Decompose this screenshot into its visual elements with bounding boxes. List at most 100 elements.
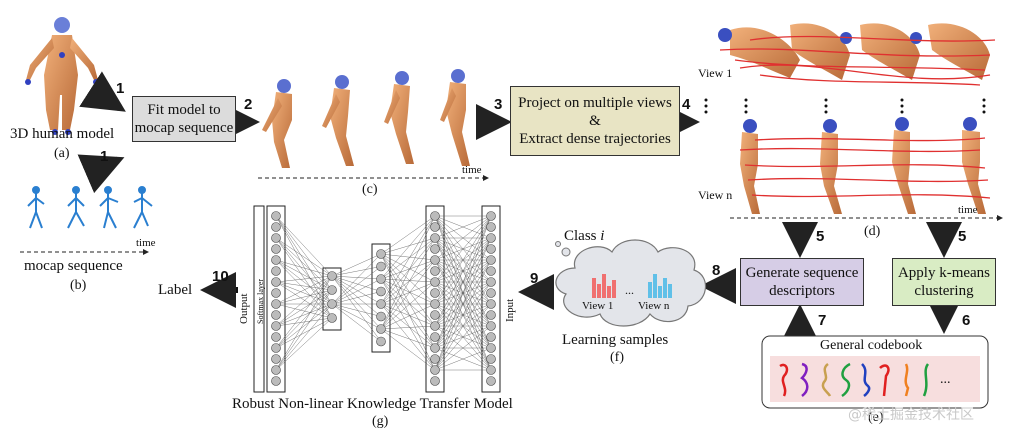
fit-model-box: Fit model to mocap sequence <box>132 96 236 142</box>
nn-edge <box>275 215 333 319</box>
nn-edge <box>434 215 492 261</box>
nn-edge <box>331 275 382 330</box>
nn-edge <box>275 289 333 349</box>
time-label-b: time <box>136 237 156 249</box>
nn-edge <box>275 303 333 371</box>
nn-edge <box>275 259 333 305</box>
nn-node <box>271 299 281 309</box>
arrow-1a <box>79 71 126 112</box>
nn-edge <box>380 237 436 255</box>
nn-node <box>486 255 496 265</box>
nn-edge <box>380 278 436 283</box>
nn-node <box>486 277 496 287</box>
nn-edge <box>275 215 333 277</box>
codebook-curve <box>800 362 809 397</box>
nn-node <box>430 266 440 276</box>
nn-node <box>430 211 440 221</box>
nn-node <box>430 233 440 243</box>
label-d: (d) <box>864 224 881 239</box>
nn-edge <box>380 253 436 305</box>
nn-edge <box>380 303 436 327</box>
fitted-sequence <box>262 69 470 168</box>
nn-node <box>486 376 496 386</box>
step-2: 2 <box>244 96 253 113</box>
nn-edge <box>331 303 382 342</box>
watermark: @稀土掘金技术社区 <box>848 407 974 423</box>
nn-edge <box>380 215 436 305</box>
nn-node <box>271 244 281 254</box>
nn-edge <box>380 303 436 371</box>
nn-node <box>430 277 440 287</box>
learning-samples-cloud <box>555 239 707 327</box>
nn-node <box>271 233 281 243</box>
nn-edge <box>380 281 436 330</box>
model-title: Robust Non-linear Knowledge Transfer Mod… <box>232 396 513 412</box>
nn-node <box>376 274 386 284</box>
nn-edge <box>331 303 382 330</box>
nn-edge <box>380 328 436 371</box>
nn-node <box>271 365 281 375</box>
nn-node <box>327 271 337 281</box>
label-f: (f) <box>610 350 624 365</box>
nn-edge <box>275 259 333 291</box>
nn-node <box>486 288 496 298</box>
codebook-title: General codebook <box>820 338 923 353</box>
nn-node <box>430 255 440 265</box>
nn-edge <box>434 215 492 305</box>
nn-edge <box>331 275 382 342</box>
nn-node <box>430 354 440 364</box>
nn-edge <box>331 291 382 305</box>
nn-node <box>376 311 386 322</box>
nn-edge <box>380 253 436 349</box>
nn-edge <box>380 237 436 280</box>
nn-edge <box>434 215 492 327</box>
nn-edge <box>275 281 333 319</box>
fit-model-text: Fit model to mocap sequence <box>134 102 234 136</box>
nn-edge <box>380 215 436 280</box>
label-c: (c) <box>362 182 378 197</box>
view-1-trajectories <box>719 35 996 86</box>
nn-edge <box>434 215 492 283</box>
nn-node <box>327 285 337 295</box>
nn-edge <box>275 317 333 327</box>
output-layer-label: Output <box>238 293 250 324</box>
step-4: 4 <box>682 96 691 113</box>
nn-node <box>376 286 386 297</box>
nn-node <box>271 211 281 221</box>
nn-node <box>430 310 440 320</box>
nn-node <box>486 343 496 353</box>
nn-node <box>271 310 281 320</box>
nn-node <box>271 376 281 386</box>
step-3: 3 <box>494 96 503 113</box>
human-model-figure <box>25 17 99 135</box>
nn-edge <box>275 237 333 305</box>
generate-descriptors-box: Generate sequence descriptors <box>740 258 864 306</box>
nn-edge <box>380 253 436 371</box>
codebook-curve <box>861 363 871 397</box>
nn-node <box>376 249 386 259</box>
nn-edge <box>380 215 436 255</box>
nn-node <box>271 255 281 265</box>
human-model-label: 3D human model <box>10 126 115 142</box>
nn-node <box>486 332 496 342</box>
codebook-curves <box>779 362 930 398</box>
nn-edge <box>434 325 492 371</box>
nn-edge <box>275 275 333 371</box>
project-text-amp: & <box>589 113 601 129</box>
nn-edge <box>275 317 333 349</box>
nn-edge <box>380 328 436 349</box>
nn-edge <box>434 259 492 371</box>
nn-edge <box>434 215 492 371</box>
codebook-curve <box>779 363 789 397</box>
nn-node <box>271 343 281 353</box>
ellipsis-dots <box>704 98 986 114</box>
nn-node <box>327 299 337 309</box>
step-6: 6 <box>962 312 971 329</box>
step-1b: 1 <box>100 148 109 165</box>
nn-edge <box>434 215 492 239</box>
time-label-d: time <box>958 204 978 216</box>
input-layer-label: Input <box>504 298 516 322</box>
step-1a: 1 <box>116 80 125 97</box>
nn-node <box>271 354 281 364</box>
